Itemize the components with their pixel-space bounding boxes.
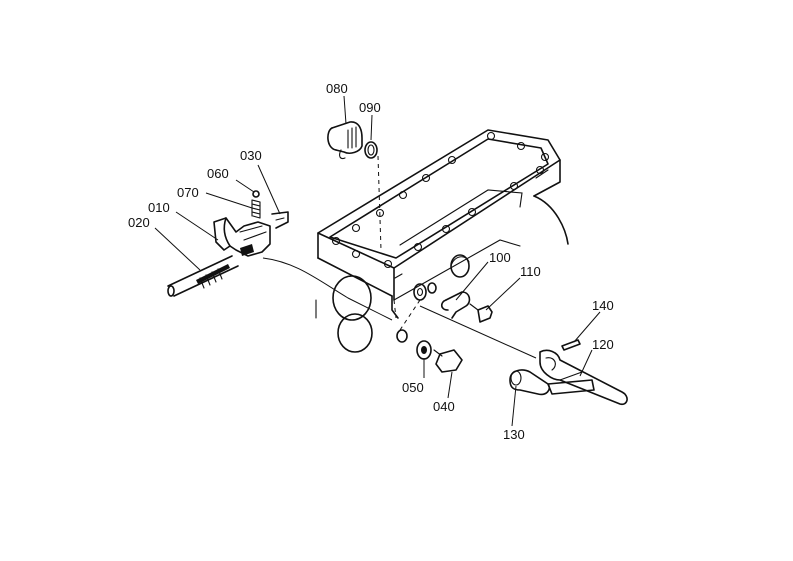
part-090-o-ring [364, 141, 378, 159]
label-130: 130 [503, 427, 525, 442]
label-120: 120 [592, 337, 614, 352]
part-labels: 080 090 030 060 070 010 020 100 110 140 … [128, 81, 614, 442]
part-070-spring [251, 199, 261, 219]
label-070: 070 [177, 185, 199, 200]
label-030: 030 [240, 148, 262, 163]
label-020: 020 [128, 215, 150, 230]
part-140-pin [561, 339, 581, 351]
part-020-shift-rod [167, 255, 239, 297]
part-050-washer [396, 329, 432, 360]
label-100: 100 [489, 250, 511, 265]
label-040: 040 [433, 399, 455, 414]
label-140: 140 [592, 298, 614, 313]
part-080-plug [327, 121, 363, 160]
part-060-ball [252, 190, 260, 198]
label-080: 080 [326, 81, 348, 96]
leader-lines [154, 95, 601, 427]
part-130-knob [509, 369, 551, 396]
part-040-bolt [433, 349, 463, 373]
label-060: 060 [207, 166, 229, 181]
part-010-shift-fork [213, 217, 271, 257]
part-100-bracket [413, 282, 471, 319]
label-090: 090 [359, 100, 381, 115]
label-010: 010 [148, 200, 170, 215]
part-030-detent-pin [271, 211, 289, 229]
part-110-bolt [469, 303, 493, 323]
label-110: 110 [520, 264, 541, 279]
transmission-housing [315, 129, 569, 353]
label-050: 050 [402, 380, 424, 395]
part-120-lever [539, 349, 628, 406]
